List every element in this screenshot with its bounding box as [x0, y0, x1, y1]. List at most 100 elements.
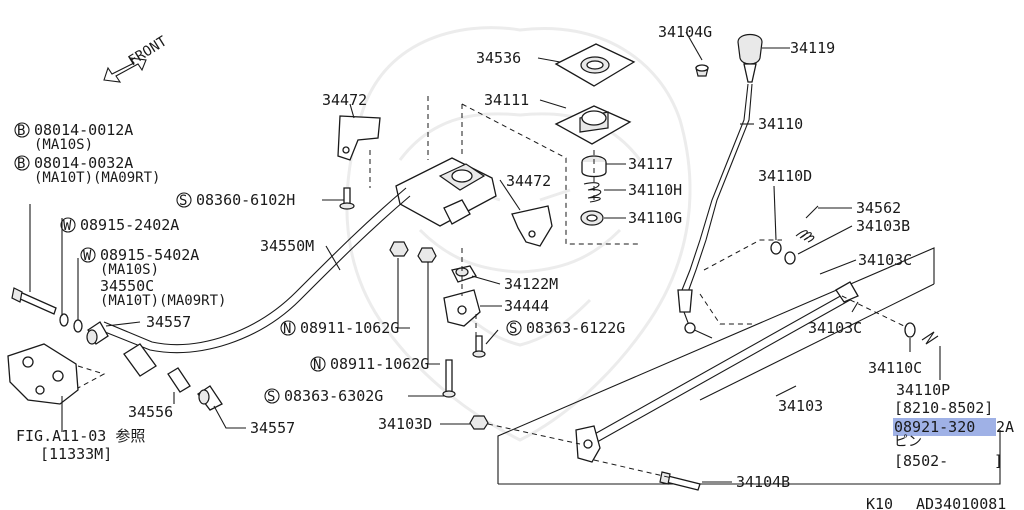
spring-34562: [795, 205, 819, 243]
washer-34110D: [770, 241, 782, 255]
footer-doc-id: AD34010081: [916, 495, 1006, 510]
footer: K10 AD34010081: [866, 495, 1006, 510]
bolt-note-2: (MA10T)(MA09RT): [34, 170, 160, 186]
part-labels: 34536 34104G 34119 34111 34110 34472 341…: [128, 23, 950, 491]
bushing-34557-b: [197, 385, 223, 411]
washer-34103B: [784, 251, 796, 265]
label-34557-a: 34557: [146, 313, 191, 331]
shift-knob-34119: [737, 33, 763, 83]
code-highlight: [893, 418, 996, 436]
rod-sleeve: [123, 343, 157, 377]
center-bracket: [395, 157, 497, 227]
figure-reference: FIG.A11-03 参照 [11333M]: [16, 427, 145, 463]
screw-code-2: 08363-6122G: [526, 319, 625, 337]
marker-n-1: N: [283, 321, 291, 337]
label-34104B: 34104B: [736, 473, 790, 491]
note-34550C: (MA10T)(MA09RT): [100, 293, 226, 309]
washer-code-2: 08915-5402A: [100, 246, 199, 264]
spec-labels-left: B 08014-0012A (MA10S) B 08014-0032A (MA1…: [14, 121, 226, 309]
bolt-code-1: 08014-0012A: [34, 121, 133, 139]
screw-code-3: 08363-6302G: [284, 387, 383, 405]
bushing-34557-a: [86, 321, 109, 345]
label-34103D: 34103D: [378, 415, 432, 433]
screw-code-1: 08360-6102H: [196, 191, 295, 209]
bolt-08363-6302: [442, 359, 456, 398]
figure-code: [11333M]: [40, 445, 112, 463]
bracket-34472-mid: [511, 205, 553, 247]
marker-w-1: W: [63, 218, 72, 234]
nut-code-1: 08911-1062G: [300, 319, 399, 337]
label-34110G: 34110G: [628, 209, 682, 227]
nut-08911-a: [389, 241, 409, 257]
marker-b-2: B: [17, 156, 25, 172]
label-34110H: 34110H: [628, 181, 682, 199]
bracket-34472-top: [337, 115, 381, 161]
front-label: FRONT: [126, 33, 171, 69]
marker-b-1: B: [17, 123, 25, 139]
boot-plate-34536: [554, 43, 636, 87]
marker-s-3: S: [267, 389, 275, 405]
spring-34110H: [583, 182, 602, 203]
bolt-34104B: [659, 471, 701, 491]
nut-08911-b: [417, 247, 437, 263]
label-34472-mid: 34472: [506, 172, 551, 190]
bolt-08360: [339, 187, 355, 210]
bushing-34110G: [580, 210, 604, 226]
linkage-outline: [497, 247, 1001, 485]
pin-label: ピン: [894, 434, 922, 450]
bracket-34444: [443, 289, 481, 327]
label-34119: 34119: [790, 39, 835, 57]
pin-code-rest: 2A: [996, 418, 1014, 436]
label-34550M: 34550M: [260, 237, 314, 255]
leader-lines: [29, 31, 941, 483]
washer-34110C: [904, 322, 916, 338]
bushing-34122M: [451, 265, 477, 283]
nut-code-2: 08911-1062G: [330, 355, 429, 373]
bolt-code-2: 08014-0032A: [34, 154, 133, 172]
boot-34111: [554, 105, 632, 145]
label-34104G: 34104G: [658, 23, 712, 41]
front-arrow: FRONT: [103, 33, 171, 83]
guide-lines: [77, 96, 905, 479]
pin-code-pre: 08921-320: [894, 418, 975, 436]
marker-s-1: S: [179, 193, 187, 209]
bolt-note-1: (MA10S): [34, 137, 93, 153]
range-2-end: ]: [994, 452, 1003, 470]
label-34550C: 34550C: [100, 277, 154, 295]
label-34110C: 34110C: [868, 359, 922, 377]
footer-model: K10: [866, 495, 893, 510]
marker-n-2: N: [313, 357, 321, 373]
label-34103B: 34103B: [856, 217, 910, 235]
label-34536: 34536: [476, 49, 521, 67]
watermark-crest: [345, 26, 692, 442]
side-note: [8210-8502] 08921-320 2A ピン [8502- ]: [893, 399, 1014, 470]
washer-08915-b: [73, 319, 83, 333]
label-34103: 34103: [778, 397, 823, 415]
washer-note-2: (MA10S): [100, 262, 159, 278]
label-34103C-b: 34103C: [808, 319, 862, 337]
linkage-rod-34103: [575, 281, 859, 463]
label-34444: 34444: [504, 297, 549, 315]
label-34562: 34562: [856, 199, 901, 217]
bushing-34556: [167, 367, 191, 393]
shift-lever-34110: [677, 83, 753, 339]
bolt-34104G: [695, 64, 709, 77]
range-2: [8502-: [894, 452, 948, 470]
figure-ref: FIG.A11-03 参照: [16, 427, 145, 445]
marker-s-2: S: [509, 321, 517, 337]
marker-w-2: W: [83, 248, 92, 264]
label-34556: 34556: [128, 403, 173, 421]
label-34122M: 34122M: [504, 275, 558, 293]
label-34110: 34110: [758, 115, 803, 133]
label-34110D: 34110D: [758, 167, 812, 185]
bolt-08014: [11, 287, 57, 315]
range-1: [8210-8502]: [894, 399, 993, 417]
label-34111: 34111: [484, 91, 529, 109]
pin-34110P: [921, 331, 939, 345]
label-34117: 34117: [628, 155, 673, 173]
mount-bracket-left: [7, 343, 79, 405]
washer-08915-a: [59, 313, 69, 327]
washer-code-1: 08915-2402A: [80, 216, 179, 234]
label-34103C-a: 34103C: [858, 251, 912, 269]
